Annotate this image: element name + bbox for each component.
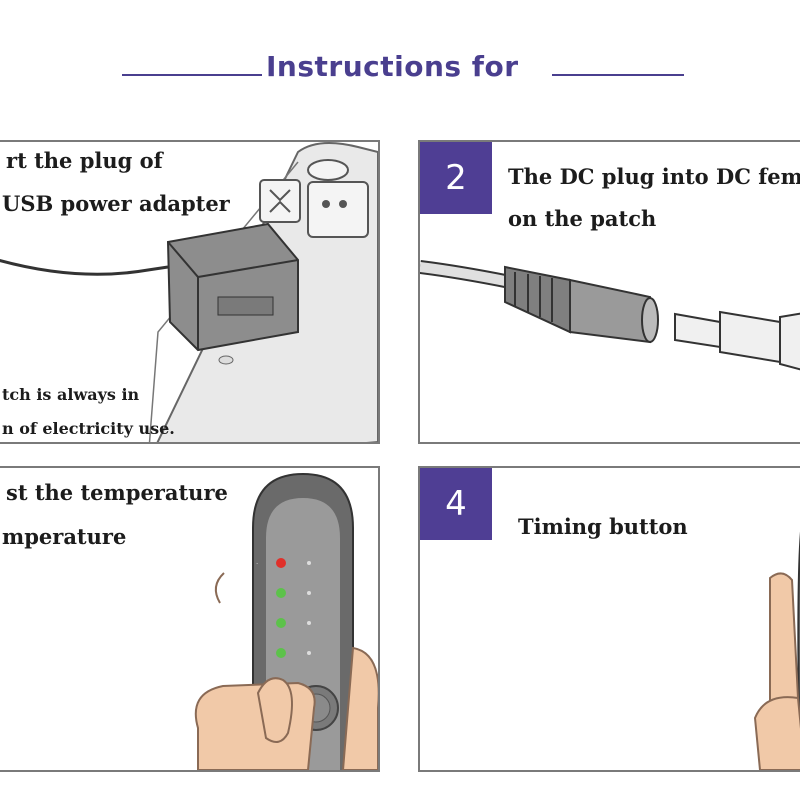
panel-3-line-1: st the temperature [6, 480, 228, 505]
power-strip-illustration [0, 142, 378, 442]
header-rule-right [552, 74, 684, 76]
led-row-1: · [256, 558, 311, 568]
panel-step-1: rt the plug of USB power adapter tch is … [0, 140, 380, 444]
panel-step-3: · st the temperature mperature [0, 466, 380, 772]
panel-4-line-1: Timing button [518, 514, 688, 539]
panel-step-4: 4 Timing button [418, 466, 800, 772]
step-number-4: 4 [420, 468, 492, 540]
panel-2-line-2: on the patch [508, 206, 657, 231]
panel-1-line-1: rt the plug of [6, 148, 163, 173]
led-row-3 [276, 618, 311, 628]
timing-hand-illustration [753, 531, 800, 770]
dc-plug-illustration [420, 260, 800, 371]
panel-1-note-1: tch is always in [2, 385, 140, 404]
remote-hand-illustration: · [194, 472, 378, 770]
panel-step-2: 2 The DC plug into DC fem on the patch [418, 140, 800, 444]
panel-1-line-2: USB power adapter [2, 191, 230, 216]
panel-1-note-2: n of electricity use. [2, 419, 175, 438]
led-row-4 [276, 648, 311, 658]
svg-text:·: · [256, 560, 258, 568]
header-rule-left [122, 74, 262, 76]
panel-3-line-2: mperature [2, 524, 127, 549]
page-title: Instructions for [266, 50, 519, 83]
panel-2-line-1: The DC plug into DC fem [508, 164, 800, 189]
step-number-2: 2 [420, 142, 492, 214]
led-row-2 [276, 588, 311, 598]
